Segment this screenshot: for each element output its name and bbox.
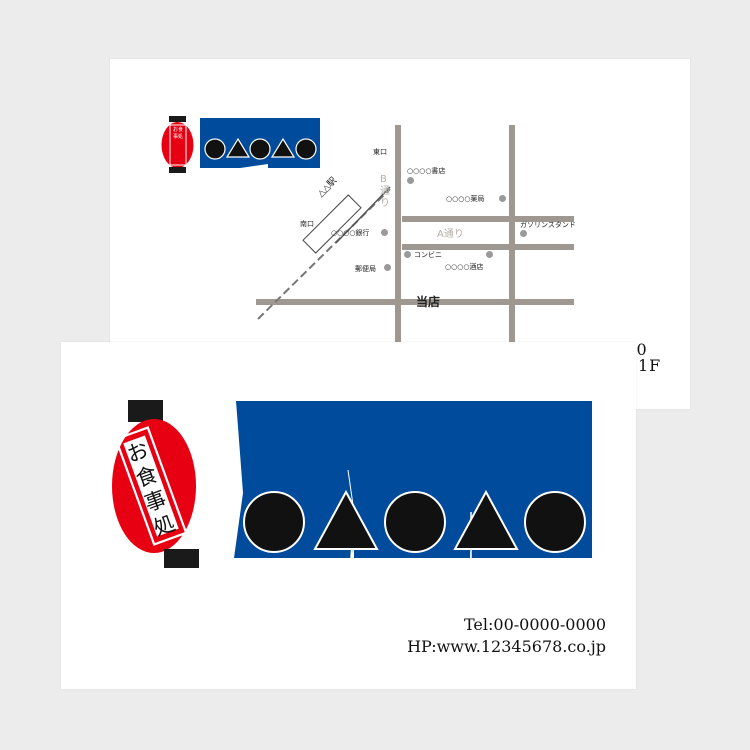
bank-dot [381,229,388,236]
convenience-label: コンビニ [414,251,442,259]
triangle-icon [313,489,379,550]
liquor-label: ○○○○酒店 [445,263,484,271]
bookstore-label: ○○○○書店 [407,167,446,175]
gas-station-label: ガソリンスタンド [520,221,576,229]
south-exit-label: 南口 [300,220,314,228]
pharmacy-label: ○○○○薬局 [446,195,485,203]
post-office-label: 郵便局 [355,265,376,273]
gas-station-dot [520,230,527,237]
back-address-line2: 1F [638,356,662,375]
our-store-label: 当店 [416,295,441,309]
bank-label: ○○○○銀行 [331,229,370,237]
back-logo [161,116,320,173]
circle-icon [243,491,305,553]
lantern-icon [112,400,199,568]
front-card: お食事処 Tel:00-0000-0000 HP:www.12345678.co… [61,342,636,689]
station-building [302,194,362,254]
website-text: HP:www.12345678.co.jp [407,637,606,656]
circle-icon [384,491,446,553]
circle-icon [524,491,586,553]
tel-text: Tel:00-0000-0000 [463,615,606,634]
pharmacy-dot [499,195,506,202]
street-a-label: A通り [437,229,464,240]
front-logo [112,400,592,568]
back-lantern-text: お食事処 [172,127,183,140]
noren-icon [234,401,592,559]
bookstore-dot [407,177,414,184]
street-b-label: B通り [380,174,390,209]
liquor-dot [486,251,493,258]
east-exit-label: 東口 [373,148,387,156]
noren-icon [200,118,320,168]
convenience-dot [404,251,411,258]
lantern-icon [161,116,194,173]
post-office-dot [384,264,391,271]
triangle-icon [453,489,519,550]
